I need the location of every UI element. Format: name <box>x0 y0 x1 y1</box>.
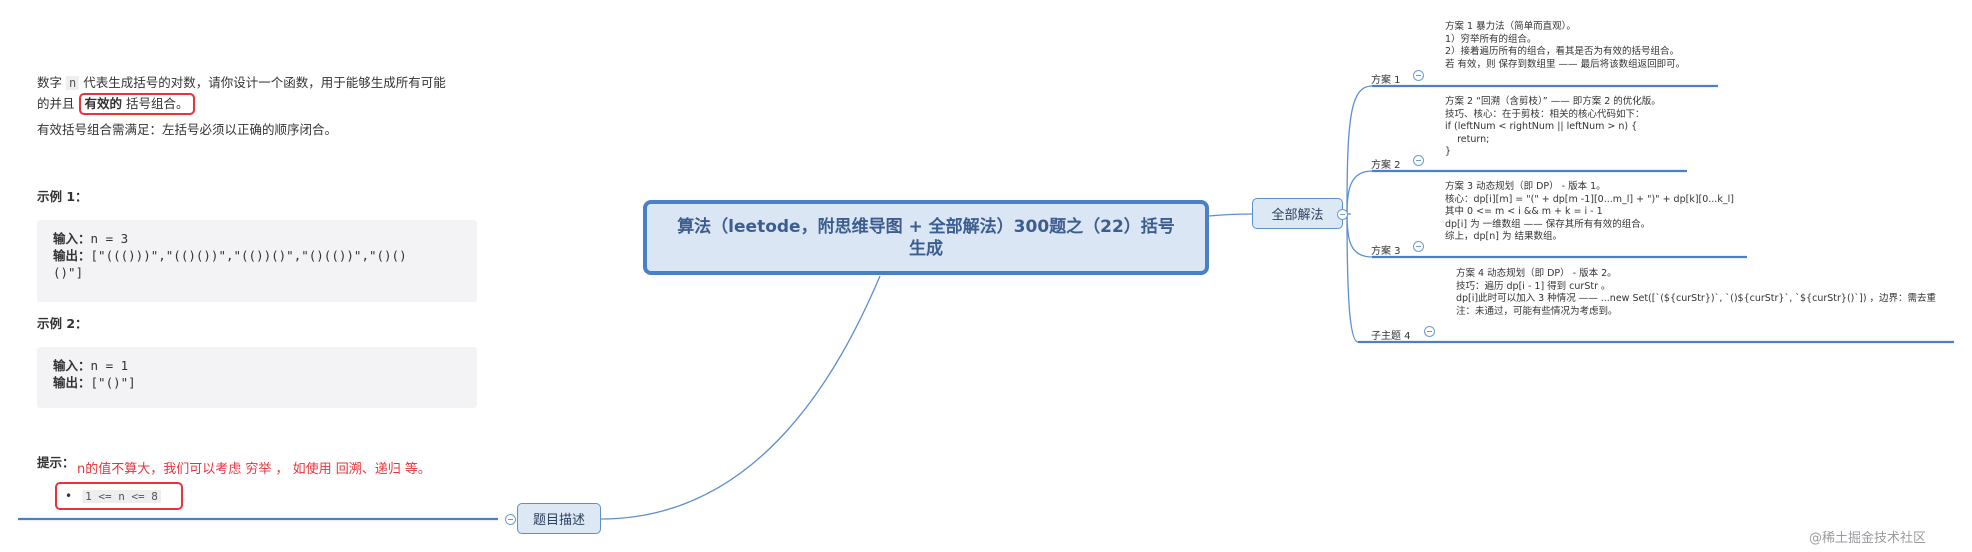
hint-title: 提示： <box>37 455 75 470</box>
output-value: ["((()))","(()())","(())()","()(())","()… <box>90 248 407 263</box>
example-2-output: 输出：["()"] <box>53 374 461 391</box>
output-value: ["()"] <box>90 375 136 390</box>
collapse-icon[interactable] <box>1413 155 1424 166</box>
note-line: 2）接着遍历所有的组合，看其是否为有效的括号组合。 <box>1445 46 1680 57</box>
example-1-output-cont: ()"] <box>53 265 84 280</box>
note-line: 1）穷举所有的组合。 <box>1445 33 1537 45</box>
constraint-code: 1 <= n <= 8 <box>82 489 161 503</box>
note-line: 其中 0 <= m < i && m + k = i - 1 <box>1445 206 1603 217</box>
note-line: 方案 2 “回溯（含剪枝）” —— 即方案 2 的优化版。 <box>1445 96 1661 107</box>
input-label: 输入： <box>53 231 91 246</box>
note-line: if (leftNum < rightNum || leftNum > n) { <box>1445 121 1638 132</box>
connector-to-s2 <box>1346 170 1373 215</box>
desc-rule: 有效括号组合需满足：左括号必须以正确的顺序闭合。 <box>37 122 338 137</box>
example-2-title: 示例 2： <box>37 316 88 331</box>
desc-text: 的并且 <box>37 96 75 111</box>
desc-line-2: 的并且 有效的 括号组合。 <box>37 93 487 115</box>
input-label: 输入： <box>53 358 91 373</box>
note-line: } <box>1445 146 1452 157</box>
output-label: 输出： <box>53 375 91 390</box>
note-line: 方案 1 暴力法（简单而直观）。 <box>1445 21 1576 32</box>
branch-all-solutions-label: 全部解法 <box>1271 208 1324 223</box>
solution-4-label[interactable]: 子主题 4 <box>1371 331 1411 342</box>
note-line: 方案 3 动态规划（即 DP） - 版本 1。 <box>1445 181 1606 192</box>
collapse-icon[interactable] <box>1413 70 1424 81</box>
note-line: dp[i]此时可以加入 3 种情况 —— ...new Set([`(${cur… <box>1456 293 1937 304</box>
bullet-icon: • <box>65 489 73 503</box>
branch-problem-description[interactable]: 题目描述 <box>517 503 601 534</box>
note-line: 综上，dp[n] 为 结果数组。 <box>1445 231 1563 242</box>
solution-2-label[interactable]: 方案 2 <box>1371 160 1401 171</box>
example-1-block: 输入：n = 3 输出：["((()))","(()())","(())()",… <box>37 220 477 302</box>
note-line: 技巧：遍历 dp[i - 1] 得到 curStr 。 <box>1456 280 1611 292</box>
example-1-input: 输入：n = 3 <box>53 230 461 247</box>
solution-1-note: 方案 1 暴力法（简单而直观）。 1）穷举所有的组合。 2）接着遍历所有的组合，… <box>1445 21 1685 71</box>
connector-to-s1 <box>1346 85 1373 215</box>
input-value: n = 1 <box>90 358 129 373</box>
problem-description: 数字 n 代表生成括号的对数，请你设计一个函数，用于能够生成所有可能 的并且 有… <box>37 73 487 140</box>
connector-to-s3 <box>1346 213 1373 258</box>
example-2-block: 输入：n = 1 输出：["()"] <box>37 347 477 408</box>
note-line: return; <box>1445 133 1490 145</box>
connector-to-s4 <box>1346 213 1359 343</box>
output-label: 输出： <box>53 248 91 263</box>
example-2-input: 输入：n = 1 <box>53 357 461 374</box>
input-value: n = 3 <box>90 231 129 246</box>
note-line: 若 有效，则 保存到数组里 —— 最后将该数组返回即可。 <box>1445 58 1686 70</box>
note-line: 核心：dp[i][m] = "(" + dp[m -1][0...m_l] + … <box>1445 193 1734 205</box>
highlight-box: 有效的 括号组合。 <box>78 93 195 115</box>
desc-line-1: 数字 n 代表生成括号的对数，请你设计一个函数，用于能够生成所有可能 <box>37 73 487 93</box>
note-line: dp[i] 为 一维数组 —— 保存其所有有效的组合。 <box>1445 218 1651 230</box>
example-1-title: 示例 1： <box>37 189 88 204</box>
solution-2-note: 方案 2 “回溯（含剪枝）” —— 即方案 2 的优化版。 技巧、核心：在于剪枝… <box>1445 96 1661 159</box>
desc-highlight: 有效的 <box>84 96 123 111</box>
desc-text: 括号组合。 <box>126 96 189 111</box>
note-line: 技巧、核心：在于剪枝：相关的核心代码如下： <box>1445 108 1645 120</box>
root-topic[interactable]: 算法（leetode，附思维导图 + 全部解法）300题之（22）括号生成 <box>643 200 1209 275</box>
desc-text: 代表生成括号的对数，请你设计一个函数，用于能够生成所有可能 <box>83 75 446 90</box>
solution-4-note: 方案 4 动态规划（即 DP） - 版本 2。 技巧：遍历 dp[i - 1] … <box>1456 268 1936 318</box>
branch-problem-description-label: 题目描述 <box>532 513 585 528</box>
solution-3-label[interactable]: 方案 3 <box>1371 246 1401 257</box>
hint-note: n的值不算大，我们可以考虑 穷举 ， 如使用 回溯、递归 等。 <box>77 462 431 477</box>
connector-root-to-solutions <box>1208 213 1253 217</box>
watermark: @稀土掘金技术社区 <box>1809 531 1927 546</box>
root-title: 算法（leetode，附思维导图 + 全部解法）300题之（22）括号生成 <box>677 216 1175 259</box>
inline-code-n: n <box>66 76 80 90</box>
connector-root-to-problem <box>600 275 881 520</box>
solution-1-label[interactable]: 方案 1 <box>1371 75 1401 86</box>
collapse-icon[interactable] <box>1337 209 1348 220</box>
collapse-icon[interactable] <box>1424 326 1435 337</box>
branch-all-solutions[interactable]: 全部解法 <box>1252 198 1343 229</box>
collapse-icon[interactable] <box>505 514 516 525</box>
desc-text: 数字 <box>37 75 63 90</box>
note-line: 方案 4 动态规划（即 DP） - 版本 2。 <box>1456 268 1617 279</box>
note-line: 注：未通过，可能有些情况为考虑到。 <box>1456 305 1618 317</box>
collapse-icon[interactable] <box>1413 241 1424 252</box>
example-1-output: 输出：["((()))","(()())","(())()","()(())",… <box>53 247 461 264</box>
constraint-box: • 1 <= n <= 8 <box>55 482 183 510</box>
solution-3-note: 方案 3 动态规划（即 DP） - 版本 1。 核心：dp[i][m] = "(… <box>1445 181 1734 244</box>
